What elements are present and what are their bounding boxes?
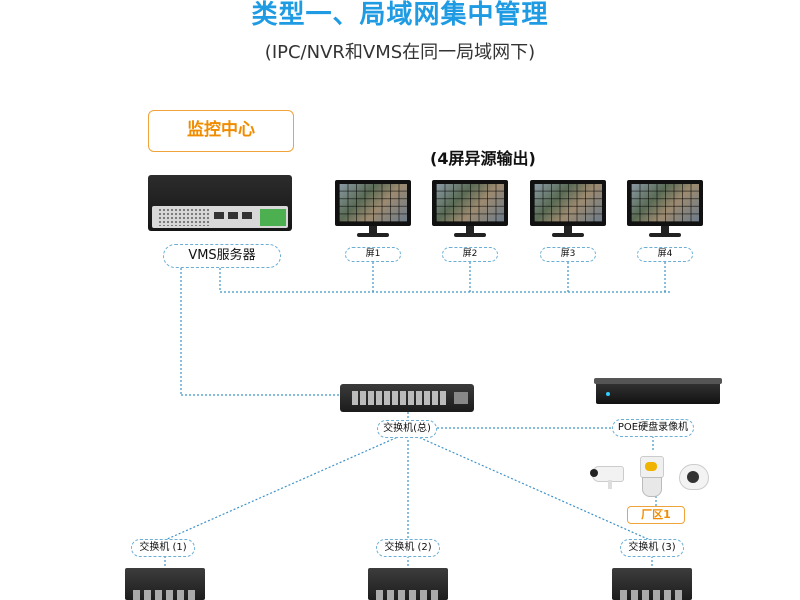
screen-label-4: 屏4	[637, 247, 693, 262]
vms-server-label: VMS服务器	[163, 244, 281, 268]
page-subtitle: (IPC/NVR和VMS在同一局域网下)	[264, 42, 536, 63]
multi-screen-label: (4屏异源输出)	[430, 149, 536, 168]
link-branch1	[164, 435, 401, 541]
page-title: 类型一、局域网集中管理	[251, 0, 549, 30]
screen-label-3: 屏3	[540, 247, 596, 262]
ptz-camera-icon	[638, 452, 664, 497]
monitor-icon	[432, 180, 508, 240]
screen-label-2: 屏2	[442, 247, 498, 262]
branch-switch-label-2: 交换机 (2)	[376, 539, 440, 557]
monitor-center-label: 监控中心	[148, 110, 294, 152]
branch-switch-label-3: 交换机 (3)	[620, 539, 684, 557]
desktop-switch-icon	[368, 568, 448, 600]
poe-switch-icon	[340, 384, 474, 412]
dome-camera-icon	[678, 462, 709, 490]
bullet-camera-icon	[588, 462, 624, 490]
main-switch-label: 交换机(总)	[377, 420, 437, 438]
desktop-switch-icon	[612, 568, 692, 600]
rack-server-icon	[148, 175, 292, 231]
screen-label-1: 屏1	[345, 247, 401, 262]
monitor-icon	[627, 180, 703, 240]
nvr-recorder-icon	[594, 378, 722, 404]
poe-nvr-label: POE硬盘录像机	[612, 419, 694, 437]
area-label: 厂区1	[627, 506, 685, 524]
monitor-icon	[335, 180, 411, 240]
branch-switch-label-1: 交换机 (1)	[131, 539, 195, 557]
monitor-icon	[530, 180, 606, 240]
link-branch3	[415, 435, 651, 541]
desktop-switch-icon	[125, 568, 205, 600]
